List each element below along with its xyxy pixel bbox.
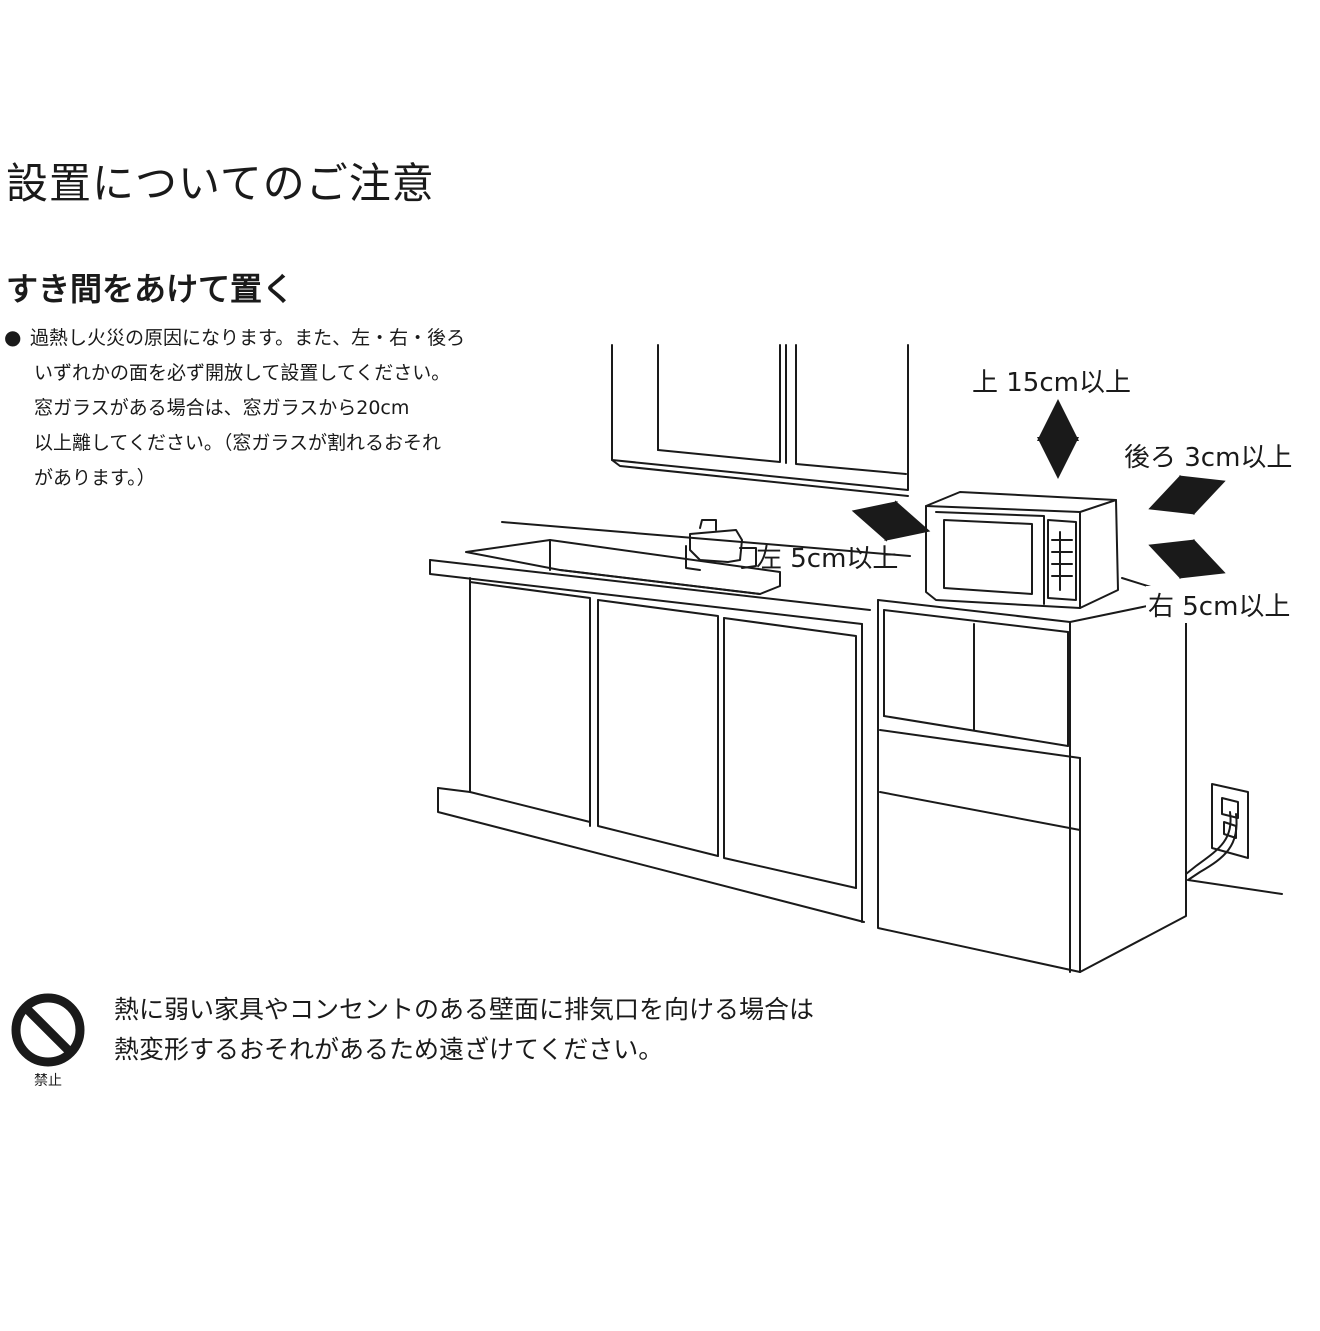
warning-line-1: 熱に弱い家具やコンセントのある壁面に排気口を向ける場合は: [114, 995, 815, 1024]
left-clearance-arrow: [851, 500, 931, 542]
warning-line-2: 熱変形するおそれがあるため遠ざけてください。: [114, 1035, 664, 1064]
sink-cabinet: [429, 519, 871, 923]
note-line-4: 以上離してください。（窓ガラスが割れるおそれ: [34, 432, 441, 454]
window: [611, 344, 909, 497]
section-heading: すき間をあけて置く: [6, 270, 295, 308]
prohibition-warning: 熱に弱い家具やコンセントのある壁面に排気口を向ける場合は 熱変形するおそれがある…: [114, 990, 814, 1070]
bullet-icon: ●: [4, 325, 22, 349]
prohibition-icon: [11, 993, 85, 1067]
microwave: [925, 491, 1119, 609]
right-clearance-arrow: [1148, 539, 1226, 579]
note-line-3: 窓ガラスがある場合は、窓ガラスから20cm: [34, 397, 410, 419]
note-line-2: いずれかの面を必ず開放して設置してください。: [34, 362, 451, 384]
note-line-5: があります。）: [34, 467, 156, 489]
wall-outlet: [1185, 783, 1249, 881]
clearance-note: ●過熱し火災の原因になります。また、左・右・後ろ いずれかの面を必ず開放して設置…: [4, 320, 594, 496]
back-clearance-arrow: [1148, 475, 1226, 515]
back-clearance-label: 後ろ 3cm以上: [1122, 437, 1295, 474]
floor-wall-line: [1187, 879, 1283, 895]
microwave-cabinet: [877, 577, 1187, 973]
left-clearance-label: 左 5cm以上: [756, 544, 899, 574]
note-line-1: ●過熱し火災の原因になります。また、左・右・後ろ: [4, 320, 594, 356]
prohibition-label: 禁止: [34, 1073, 62, 1089]
right-clearance-label: 右 5cm以上: [1146, 586, 1293, 623]
top-clearance-label: 上 15cm以上: [970, 362, 1133, 399]
page-title: 設置についてのご注意: [6, 159, 435, 208]
wall-line: [501, 521, 911, 557]
